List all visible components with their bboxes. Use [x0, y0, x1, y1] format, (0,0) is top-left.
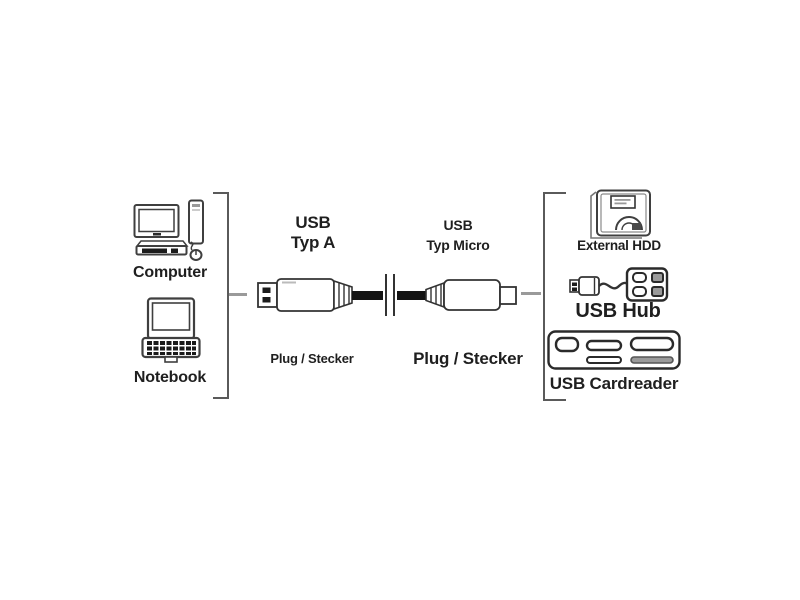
plug-stecker-left-label: Plug / Stecker: [270, 351, 354, 366]
usb-a-plug-icon: [257, 278, 353, 312]
cable-segment: [397, 291, 426, 300]
right-group-bracket: [543, 192, 566, 401]
cable-segment: [352, 291, 383, 300]
computer-label: Computer: [133, 264, 207, 281]
usb-typ-a-label: USB Typ A: [260, 213, 366, 253]
right-connector-tick: [521, 292, 541, 295]
left-group-bracket: [213, 192, 229, 399]
external-hdd-icon: [590, 189, 651, 239]
usb-cardreader-icon: [547, 330, 681, 370]
plug-stecker-right-label: Plug / Stecker: [413, 349, 523, 368]
cable-break-icon: [385, 274, 395, 316]
external-hdd-label: External HDD: [577, 238, 661, 253]
usb-typ-micro-label: USB Typ Micro: [398, 215, 518, 255]
usb-typ-a-line2: Typ A: [290, 233, 336, 252]
usb-typ-a-line1: USB: [295, 213, 331, 232]
left-connector-tick: [229, 293, 247, 296]
usb-cable-illustration: [257, 274, 517, 316]
usb-typ-micro-line1: USB: [443, 217, 473, 233]
desktop-computer-icon: [133, 199, 204, 261]
usb-micro-plug-icon: [425, 279, 517, 311]
notebook-label: Notebook: [133, 369, 207, 386]
notebook-icon: [141, 297, 201, 363]
usb-typ-micro-line2: Typ Micro: [426, 237, 490, 253]
usb-hub-icon: [569, 267, 669, 302]
usb-hub-label: USB Hub: [575, 300, 661, 322]
usb-cardreader-label: USB Cardreader: [549, 374, 679, 393]
